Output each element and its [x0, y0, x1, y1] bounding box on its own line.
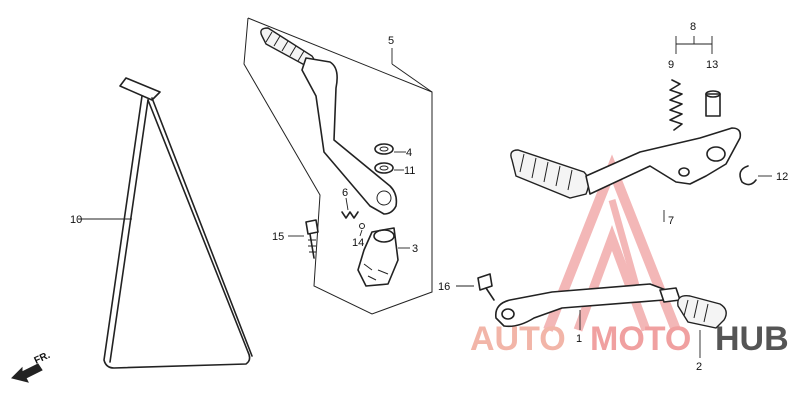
callout-line-14	[359, 229, 363, 237]
kick-arm-pivot	[376, 190, 392, 206]
collar-part-13	[705, 90, 721, 117]
footrest-part-7	[510, 127, 742, 199]
washer-part-11	[374, 162, 394, 174]
label-8: 8	[690, 21, 696, 33]
label-12: 12	[776, 171, 788, 183]
label-1: 1	[576, 333, 582, 345]
watermark-text-auto: AUTO	[470, 320, 566, 358]
bolt-part-16	[477, 273, 495, 301]
label-10: 10	[70, 214, 82, 226]
watermark-text-moto: MOTO	[590, 320, 691, 358]
label-6: 6	[342, 187, 348, 199]
spring-part-6	[341, 197, 359, 219]
gearshift-pedal-part-1	[494, 283, 681, 328]
callout-bracket-8	[675, 36, 713, 45]
spring-part-9	[669, 79, 683, 131]
stand-part-10	[103, 77, 253, 369]
label-16: 16	[438, 281, 450, 293]
kick-boss-part-3	[357, 227, 399, 287]
label-13: 13	[706, 59, 718, 71]
bolt-part-15	[305, 219, 319, 259]
label-15: 15	[272, 231, 284, 243]
label-4: 4	[406, 147, 412, 159]
front-direction-arrow-icon	[11, 363, 43, 383]
watermark-text-hub: HUB	[715, 320, 789, 358]
label-5: 5	[388, 35, 394, 47]
circlip-part-12	[739, 165, 757, 186]
label-3: 3	[412, 243, 418, 255]
circlip-part-4	[374, 143, 394, 155]
kick-starter-arm	[301, 57, 398, 215]
assembly-box-5	[243, 17, 433, 315]
label-2: 2	[696, 361, 702, 373]
ball-part-14	[359, 223, 365, 229]
label-14: 14	[352, 237, 364, 249]
label-7: 7	[668, 215, 674, 227]
pedal-rubber-part-2	[677, 295, 727, 329]
front-direction-label: FR.	[33, 350, 52, 367]
label-9: 9	[668, 59, 674, 71]
callout-bracket-8-legs	[675, 44, 713, 54]
watermark-wordmark: AUTO MOTO HUB	[470, 320, 789, 358]
label-11: 11	[404, 165, 415, 177]
